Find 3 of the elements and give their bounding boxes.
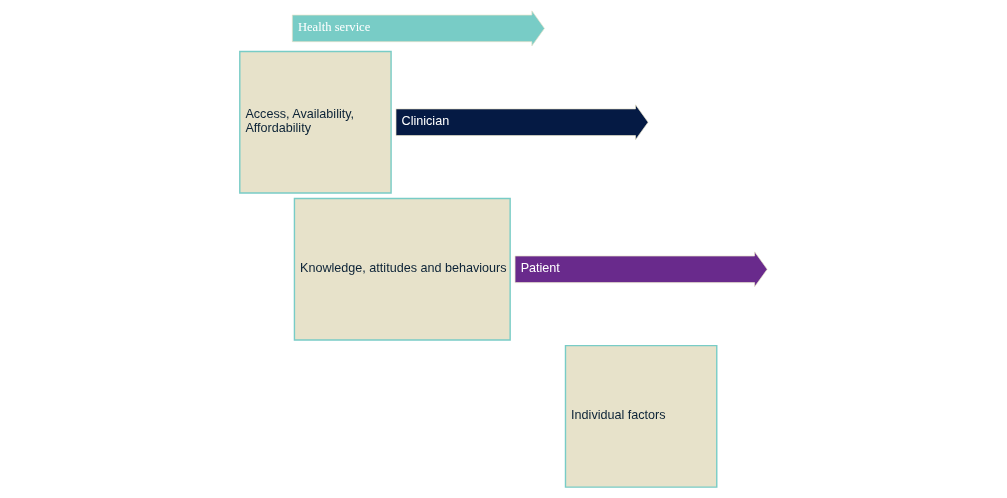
node-box: Access, Availability, Affordability <box>239 50 392 194</box>
node-box: Knowledge, attitudes and behaviours <box>293 197 511 341</box>
node-box: Individual factors <box>564 344 718 488</box>
